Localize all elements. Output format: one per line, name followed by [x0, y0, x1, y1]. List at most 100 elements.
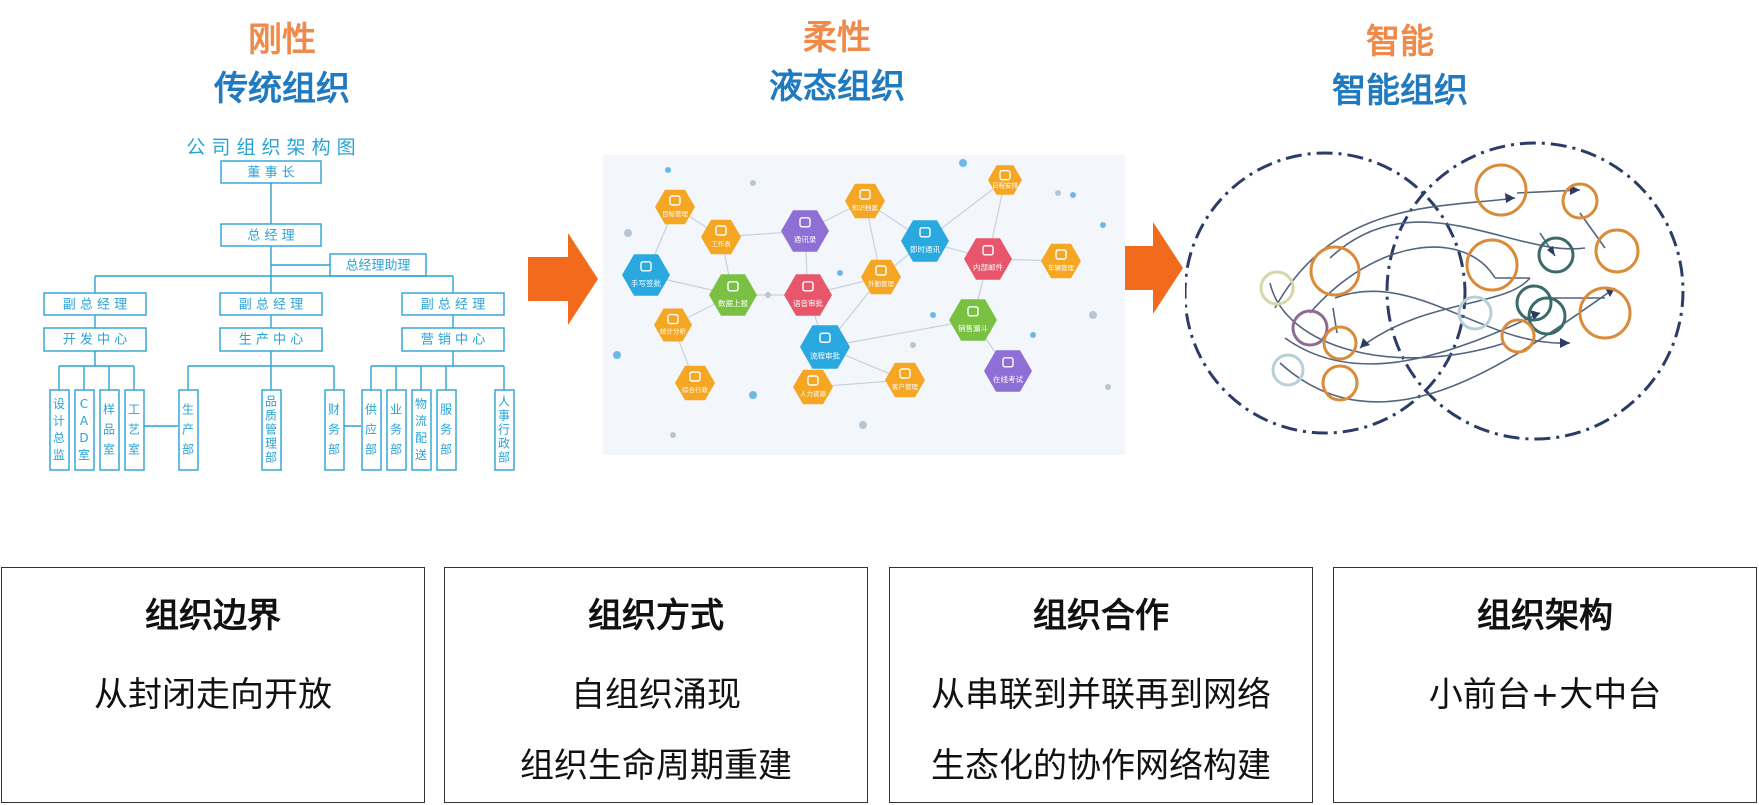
org-dept: 品质管理部	[265, 395, 277, 465]
org-dept: 样品室	[103, 402, 115, 457]
network-node-label: 外勤管理	[868, 279, 895, 288]
card-org-structure: 组织架构 小前台+大中台	[1333, 567, 1757, 803]
network-node	[800, 325, 850, 369]
network-node-label: 目标管理	[662, 209, 689, 218]
network-node-label: 语音审批	[793, 298, 823, 308]
network-dot	[1070, 192, 1076, 198]
heading-rigid-top: 刚性	[248, 20, 316, 60]
network-node-label: 知识档案	[852, 203, 879, 212]
network-node	[675, 365, 715, 401]
network-dot	[837, 270, 843, 276]
heading-rigid: 刚性 传统组织	[182, 12, 382, 110]
app-icon	[967, 306, 979, 317]
org-vp: 副 总 经 理	[421, 298, 485, 313]
network-node	[1041, 243, 1081, 279]
app-icon	[899, 368, 911, 379]
network-node-label: 即时通讯	[910, 244, 940, 254]
org-center: 开 发 中 心	[63, 332, 127, 348]
app-icon	[715, 225, 727, 236]
network-node-label: 流程审批	[810, 350, 840, 360]
org-gm: 总 经 理	[247, 229, 294, 244]
network-dot	[749, 391, 757, 399]
org-dept: 人事行政部	[498, 395, 510, 465]
network-dot	[930, 312, 936, 318]
heading-smart: 智能 智能组织	[1300, 14, 1500, 112]
network-node	[781, 210, 829, 252]
network-dot	[765, 292, 771, 298]
network-dot	[665, 167, 671, 173]
org-center: 生 产 中 心	[239, 333, 303, 348]
network-node	[845, 183, 885, 219]
org-dept: 供应部	[365, 403, 377, 457]
network-node	[949, 299, 997, 341]
arrow-right-icon	[1113, 222, 1183, 314]
app-icon	[1055, 249, 1067, 260]
app-icon	[667, 313, 679, 325]
app-icon	[802, 281, 814, 292]
card-org-cooperation: 组织合作 从串联到并联再到网络 生态化的协作网络构建	[889, 567, 1313, 803]
network-dot	[1105, 384, 1111, 390]
network-node	[861, 259, 901, 295]
network-link	[824, 319, 974, 348]
app-icon	[859, 189, 871, 200]
card-title: 组织边界	[145, 596, 281, 636]
app-icon	[727, 281, 739, 292]
network-node-label: 人力资源	[800, 389, 827, 398]
org-dept: 生产部	[182, 403, 194, 457]
network-dot	[624, 229, 632, 237]
card-org-boundary: 组织边界 从封闭走向开放	[1, 567, 425, 803]
app-icon	[807, 375, 819, 386]
heading-smart-top: 智能	[1366, 22, 1434, 62]
network-node-label: 在线考试	[993, 374, 1023, 384]
heading-rigid-sub: 传统组织	[214, 69, 350, 109]
org-center: 营 销 中 心	[421, 333, 485, 348]
app-icon	[640, 261, 652, 272]
network-dot	[910, 342, 916, 348]
network-node-label: 车辆管理	[1048, 263, 1075, 272]
smart-network-diagram	[1185, 141, 1685, 441]
card-text: 小前台+大中台	[1428, 675, 1662, 715]
app-icon	[689, 371, 701, 382]
heading-smart-sub: 智能组织	[1332, 71, 1468, 111]
org-dept: 设计总监	[53, 397, 65, 462]
app-icon	[1002, 357, 1014, 368]
network-node	[793, 369, 833, 405]
network-node-label: 客户管理	[892, 382, 919, 391]
app-icon	[799, 217, 811, 228]
org-vp: 副 总 经 理	[63, 298, 127, 313]
org-chart: 公 司 组 织 架 构 图 董 事 长 总 经 理 总经理助理 副 总 经 理 …	[43, 138, 515, 471]
network-node	[784, 274, 832, 316]
org-dept: 财务部	[328, 403, 340, 457]
org-vp: 副 总 经 理	[239, 298, 303, 313]
app-icon	[875, 265, 887, 276]
card-title: 组织合作	[1033, 596, 1169, 636]
network-node	[654, 308, 692, 342]
card-text: 组织生命周期重建	[520, 746, 792, 786]
network-node-label: 销售漏斗	[958, 323, 988, 333]
org-dept: 服务部	[440, 403, 452, 457]
network-dot	[859, 421, 867, 429]
network-node	[984, 350, 1032, 392]
card-title: 组织方式	[588, 596, 724, 636]
network-dot	[959, 159, 967, 167]
network-node-label: 内部邮件	[973, 262, 1003, 272]
network-node-label: 统计分析	[660, 327, 687, 336]
network-dot	[670, 432, 676, 438]
network-node	[622, 254, 670, 296]
network-node	[701, 219, 741, 255]
network-dot	[1089, 311, 1097, 319]
network-node	[885, 362, 925, 398]
network-node-label: 通讯录	[794, 234, 817, 244]
card-text: 自组织涌现	[571, 675, 741, 715]
network-dot	[1055, 190, 1061, 196]
app-network-diagram: 目标管理工作表通讯录知识档案即时通讯日程安排手写签批数据上报语音审批外勤管理内部…	[603, 155, 1125, 455]
org-chairman: 董 事 长	[247, 166, 294, 181]
card-title: 组织架构	[1477, 596, 1613, 636]
network-node-label: 数据上报	[718, 298, 748, 308]
app-icon	[819, 332, 831, 343]
app-icon	[982, 245, 994, 256]
app-icon	[999, 169, 1011, 181]
org-dept: 工艺室	[128, 403, 140, 457]
network-node-label: 日程安排	[992, 181, 1019, 190]
